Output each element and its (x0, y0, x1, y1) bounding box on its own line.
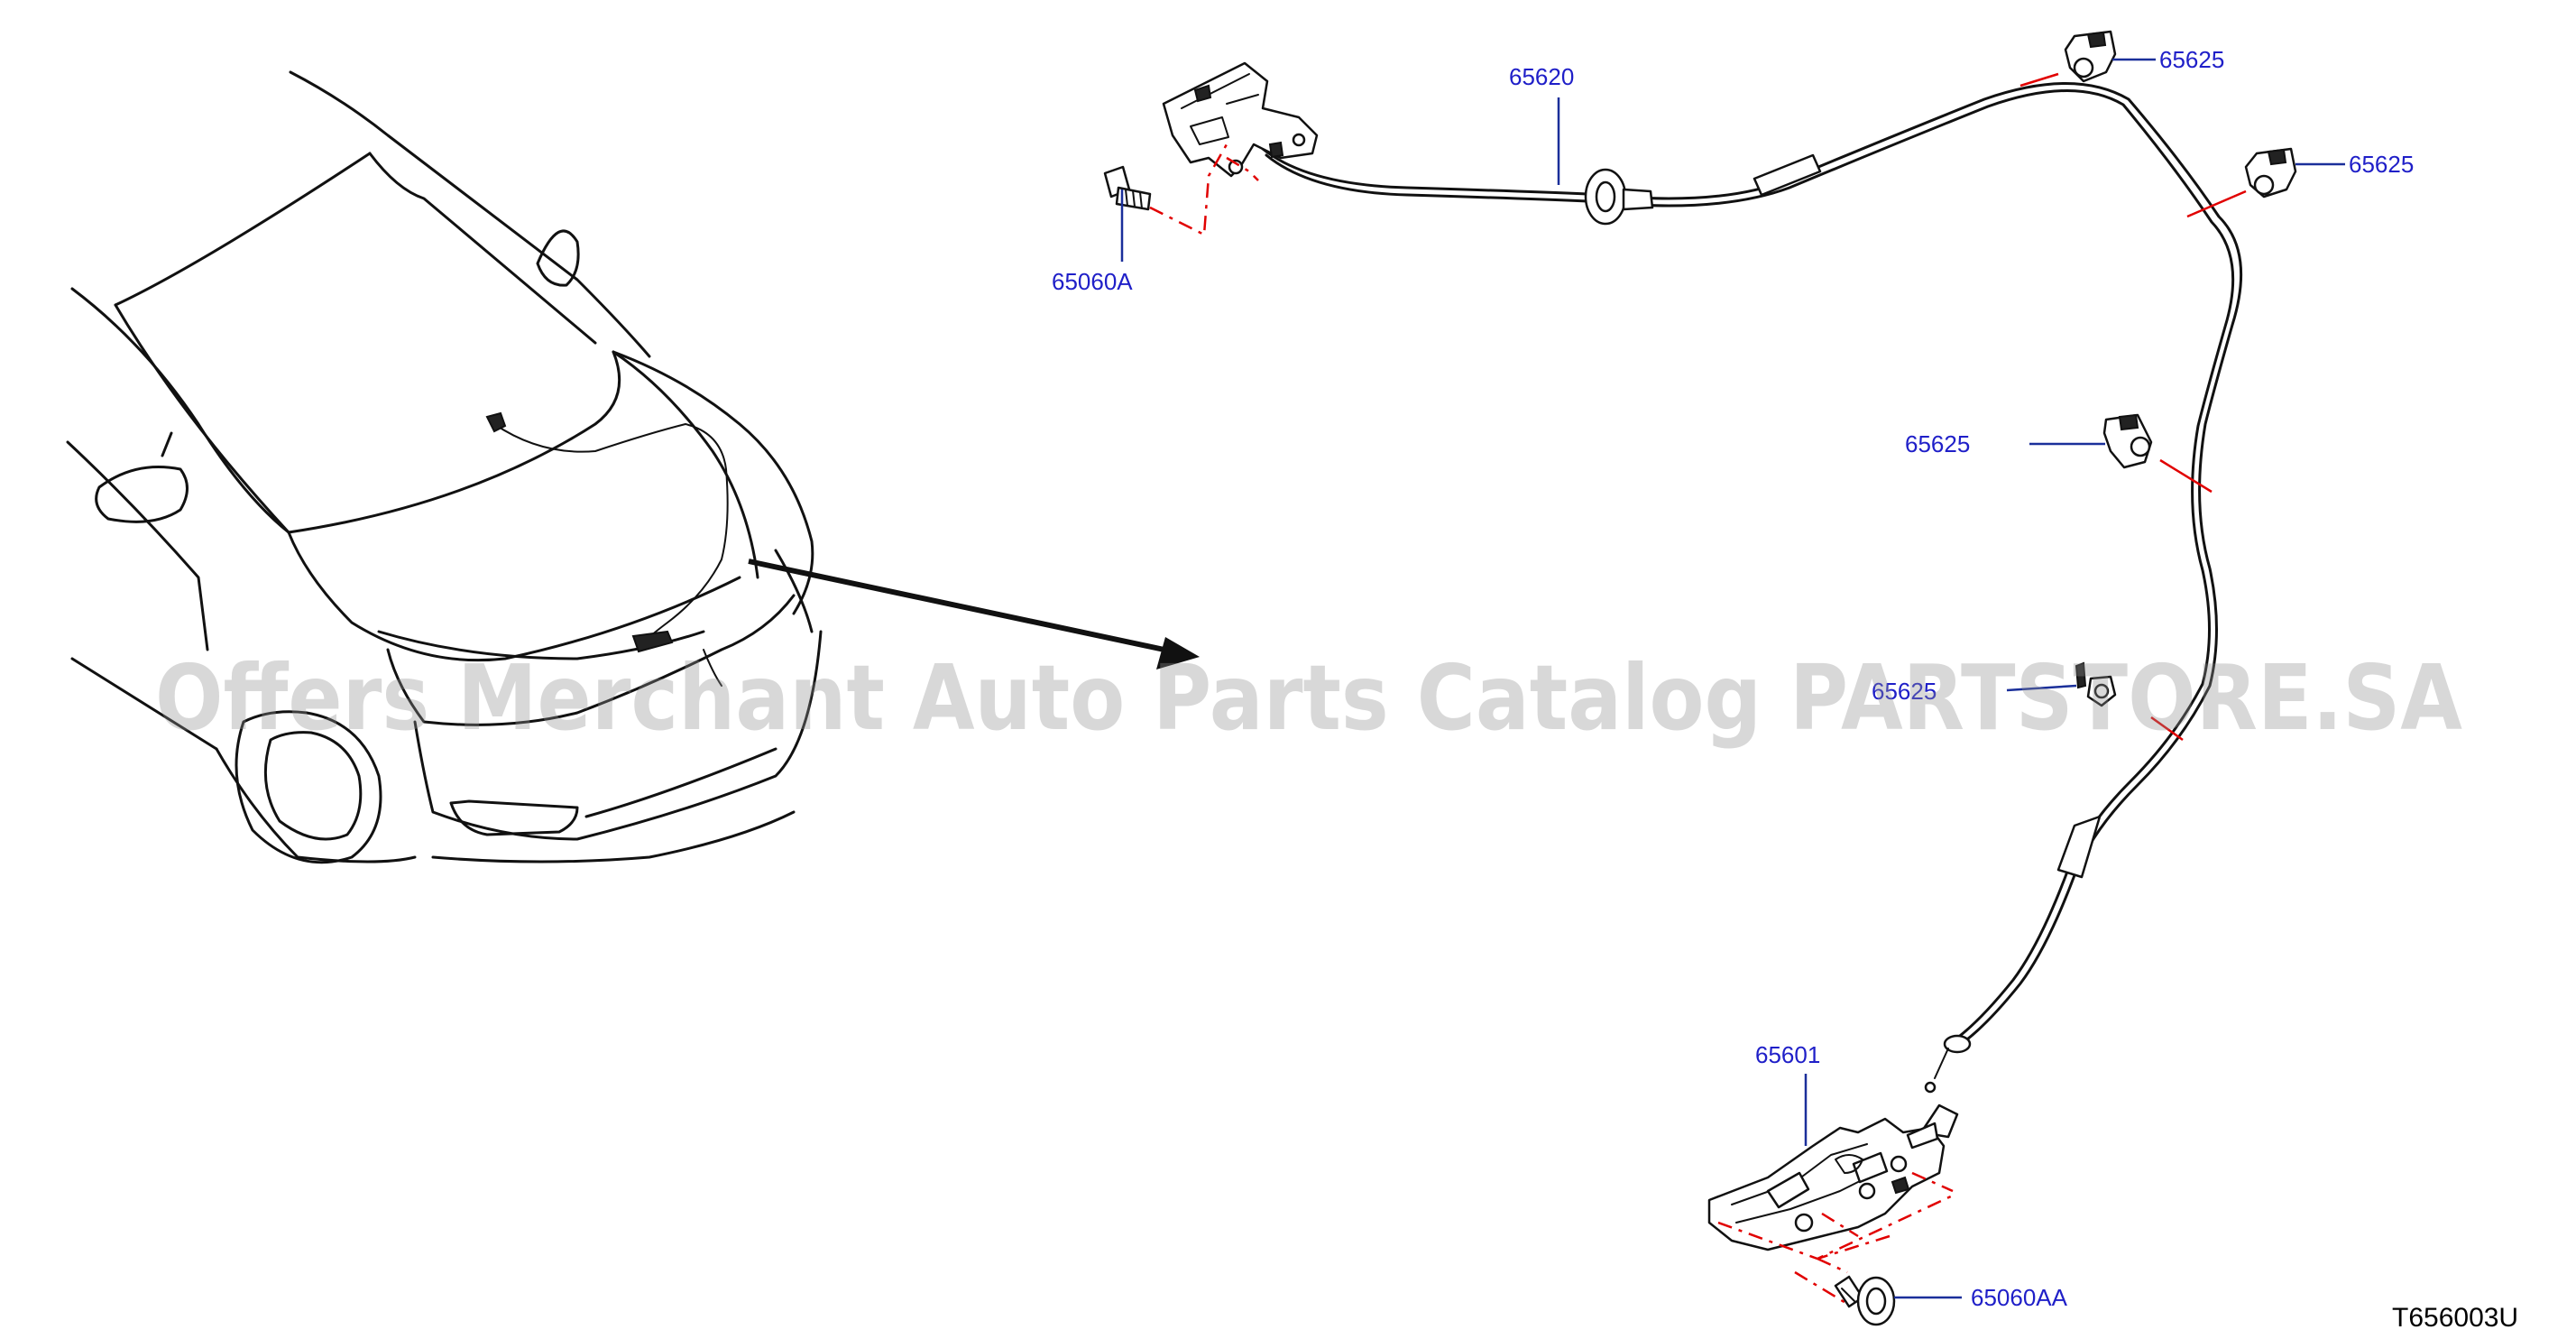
bottom-bolt (1834, 1275, 1896, 1326)
clip-connectors (2019, 72, 2247, 742)
clip-middle (2102, 413, 2153, 469)
top-bolt (1103, 165, 1152, 211)
latch-mounting-lines (1717, 1171, 1955, 1274)
callout-clip-right: 65625 (2349, 151, 2414, 178)
callout-clip-top: 65625 (2159, 46, 2224, 73)
clip-right (2244, 147, 2297, 199)
bolt-connector (1149, 143, 1228, 236)
release-handle-bracket (1162, 61, 1319, 178)
clip-top (2064, 30, 2117, 83)
diagram-code: T656003U (2392, 1303, 2518, 1333)
hood-latch-assembly (1707, 1104, 1959, 1251)
callout-latch: 65601 (1755, 1041, 1820, 1068)
car-front-illustration (66, 70, 823, 864)
leader-lines (1120, 58, 2345, 1299)
watermark: Offers Merchant Auto Parts Catalog PARTS… (155, 645, 2462, 751)
callout-cable: 65620 (1509, 63, 1574, 90)
callout-bolt-top: 65060A (1052, 268, 1133, 295)
callout-clip-middle: 65625 (1905, 430, 1970, 457)
callout-bolt-bottom: 65060AA (1971, 1284, 2068, 1311)
clip-lower (2075, 661, 2117, 707)
direction-arrow (748, 559, 1200, 670)
callout-clip-lower: 65625 (1872, 678, 1937, 705)
hood-release-cable (1261, 82, 2243, 1094)
